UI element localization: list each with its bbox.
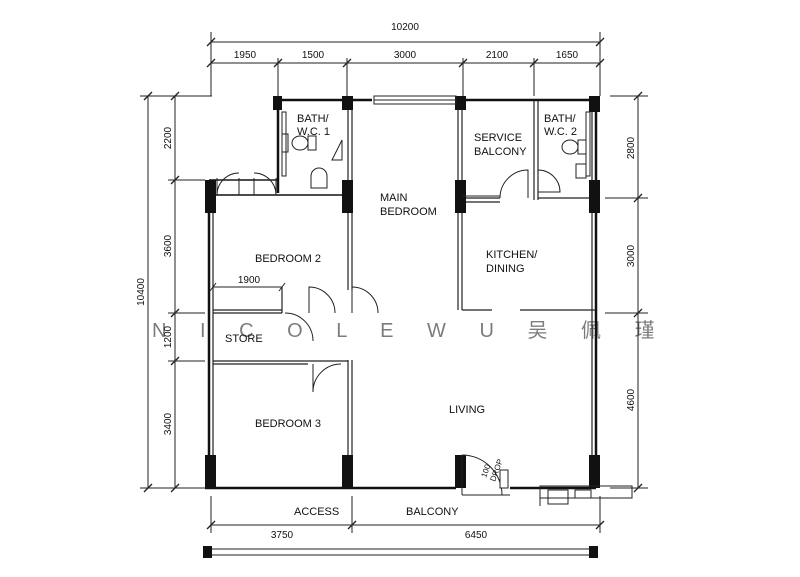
right-dimension-lines — [605, 95, 648, 489]
bottom-dimension-ticks — [206, 520, 605, 530]
left-dimension-ticks — [143, 91, 180, 493]
left-dimension-lines — [140, 95, 212, 489]
store-label: STORE — [225, 333, 263, 345]
top-dimension-ticks — [206, 37, 605, 68]
inner-dim-1900: 1900 — [238, 275, 261, 286]
bath1-fixtures — [281, 111, 328, 189]
planter-box — [539, 485, 633, 506]
top-dim-4: 2100 — [486, 50, 509, 61]
service-balcony-label-line2: BALCONY — [474, 146, 527, 158]
drop-note-line1: 100 — [479, 463, 492, 479]
kitchen-label-line1: KITCHEN/ — [486, 249, 538, 261]
right-dim-3: 4600 — [626, 388, 637, 411]
right-dim-1: 2800 — [626, 136, 637, 159]
structural-columns — [205, 96, 600, 488]
overall-depth-label: 10400 — [136, 278, 147, 306]
balcony-label: BALCONY — [406, 506, 459, 518]
bottom-dimension-lines — [210, 496, 601, 533]
top-dim-3: 3000 — [394, 50, 417, 61]
bath2-label-line1: BATH/ — [544, 113, 577, 125]
left-dim-3: 1200 — [163, 325, 174, 348]
bedroom3-label: BEDROOM 3 — [255, 418, 321, 430]
exterior-walls — [205, 98, 598, 490]
bottom-dim-2: 6450 — [465, 530, 488, 541]
left-dim-4: 3400 — [163, 412, 174, 435]
kitchen-label-line2: DINING — [486, 263, 525, 275]
top-dim-2: 1500 — [302, 50, 325, 61]
watermark: N I C O L E W U 吴 佩 瑾 — [152, 319, 669, 342]
entrance-door — [216, 178, 277, 195]
left-dim-2: 3600 — [163, 234, 174, 257]
bath1-label-line1: BATH/ — [297, 113, 330, 125]
top-dim-1: 1950 — [234, 50, 257, 61]
top-dimension-lines — [210, 32, 601, 96]
left-dim-1: 2200 — [163, 126, 174, 149]
main-bedroom-window — [373, 95, 457, 105]
main-bedroom-label-line2: BEDROOM — [380, 206, 437, 218]
overall-width-label: 10200 — [391, 22, 419, 33]
living-label: LIVING — [449, 404, 485, 416]
right-dim-2: 3000 — [626, 244, 637, 267]
corridor-strip — [203, 546, 598, 558]
balcony-door — [461, 454, 510, 496]
bedroom2-inner-dimension — [209, 282, 286, 292]
top-dim-5: 1650 — [556, 50, 579, 61]
bath2-fixtures — [561, 111, 591, 179]
bottom-dim-1: 3750 — [271, 530, 294, 541]
service-balcony-label-line1: SERVICE — [474, 132, 522, 144]
right-dimension-ticks — [633, 91, 643, 493]
interior-walls — [212, 100, 596, 488]
main-bedroom-label-line1: MAIN — [380, 192, 408, 204]
bath2-label-line2: W.C. 2 — [544, 126, 577, 138]
access-label: ACCESS — [294, 506, 339, 518]
bath1-label-line2: W.C. 1 — [297, 126, 330, 138]
bedroom2-label: BEDROOM 2 — [255, 253, 321, 265]
